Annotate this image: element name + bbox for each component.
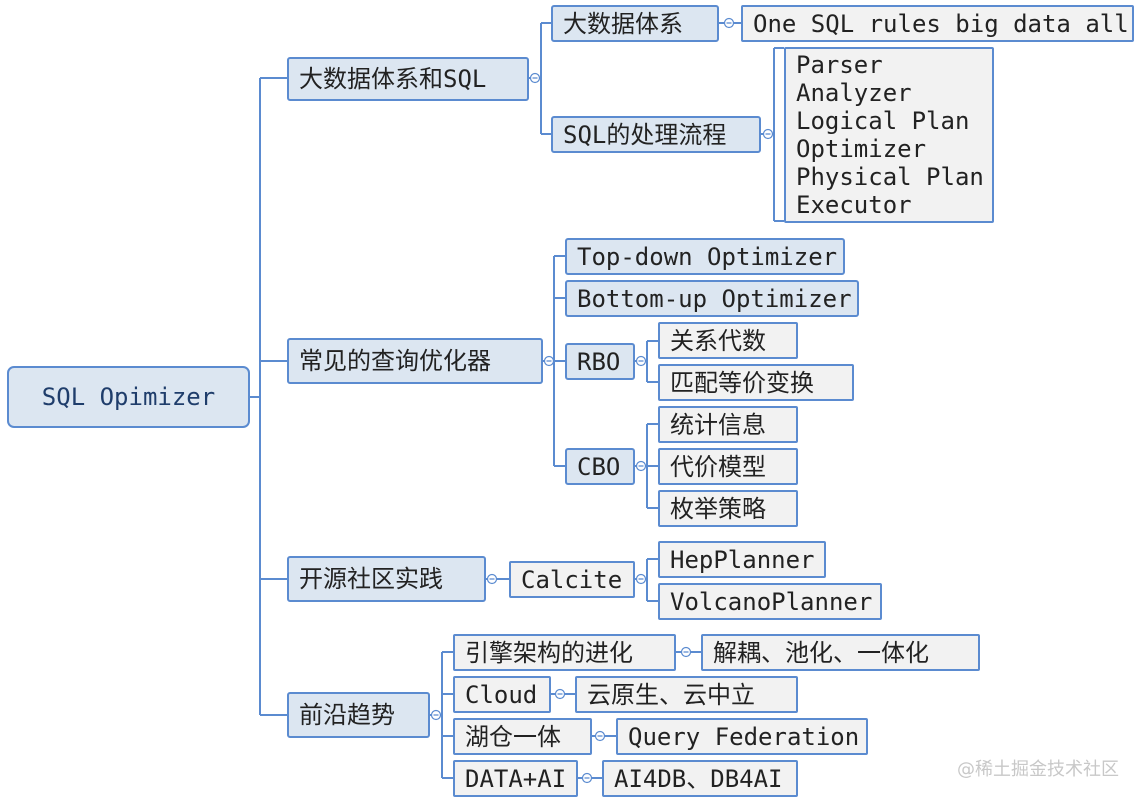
- leaf-equivalence-transform[interactable]: 匹配等价变换: [658, 364, 854, 401]
- leaf-statistics[interactable]: 统计信息: [658, 406, 798, 443]
- step-analyzer: Analyzer: [796, 79, 912, 107]
- subtopic-bigdata-system[interactable]: 大数据体系: [551, 5, 719, 42]
- topic-open-source-practice[interactable]: 开源社区实践: [287, 556, 486, 602]
- topic-frontier-trends[interactable]: 前沿趋势: [287, 692, 430, 738]
- subtopic-cloud[interactable]: Cloud: [453, 676, 551, 713]
- subtopic-sql-pipeline[interactable]: SQL的处理流程: [551, 116, 761, 153]
- subtopic-cbo[interactable]: CBO: [565, 448, 635, 485]
- topic-bigdata-sql[interactable]: 大数据体系和SQL: [287, 57, 529, 101]
- subtopic-data-ai[interactable]: DATA+AI: [453, 760, 578, 797]
- leaf-volcano-planner[interactable]: VolcanoPlanner: [658, 583, 882, 620]
- watermark: @稀土掘金技术社区: [957, 759, 1119, 780]
- leaf-decouple-pool-integrate[interactable]: 解耦、池化、一体化: [701, 634, 980, 671]
- leaf-enumeration-strategy[interactable]: 枚举策略: [658, 490, 798, 527]
- topic-query-optimizers[interactable]: 常见的查询优化器: [287, 338, 543, 384]
- leaf-pipeline-steps[interactable]: Parser Analyzer Logical Plan Optimizer P…: [784, 47, 994, 223]
- subtopic-lakehouse[interactable]: 湖仓一体: [453, 718, 592, 755]
- leaf-cost-model[interactable]: 代价模型: [658, 448, 798, 485]
- leaf-relational-algebra[interactable]: 关系代数: [658, 322, 798, 359]
- step-physical-plan: Physical Plan: [796, 163, 984, 191]
- leaf-cloud-native[interactable]: 云原生、云中立: [575, 676, 798, 713]
- step-optimizer: Optimizer: [796, 135, 927, 163]
- step-executor: Executor: [796, 191, 912, 219]
- step-logical-plan: Logical Plan: [796, 107, 970, 135]
- leaf-ai4db-db4ai[interactable]: AI4DB、DB4AI: [602, 760, 798, 797]
- root-node[interactable]: SQL Opimizer: [7, 366, 250, 428]
- leaf-hep-planner[interactable]: HepPlanner: [658, 541, 826, 578]
- subtopic-engine-evolution[interactable]: 引擎架构的进化: [453, 634, 676, 671]
- leaf-query-federation[interactable]: Query Federation: [616, 718, 868, 755]
- subtopic-rbo[interactable]: RBO: [565, 343, 635, 380]
- subtopic-calcite[interactable]: Calcite: [509, 561, 635, 598]
- step-parser: Parser: [796, 51, 883, 79]
- leaf-one-sql[interactable]: One SQL rules big data all: [741, 5, 1134, 42]
- subtopic-top-down[interactable]: Top-down Optimizer: [565, 238, 845, 275]
- subtopic-bottom-up[interactable]: Bottom-up Optimizer: [565, 280, 859, 317]
